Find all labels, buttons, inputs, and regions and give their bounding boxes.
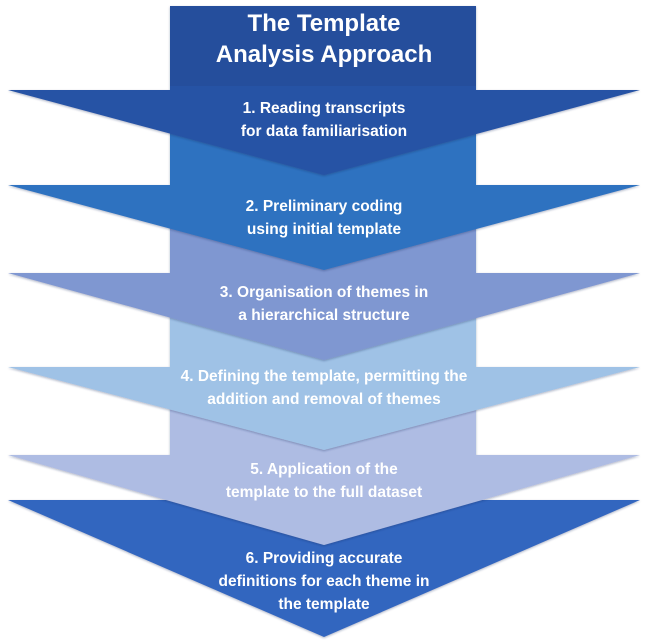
step-4-arrow bbox=[8, 278, 640, 450]
step-1-line-1: 1. Reading transcripts bbox=[243, 100, 406, 117]
step-2-line-2: using initial template bbox=[247, 221, 402, 238]
title-box bbox=[170, 6, 476, 86]
step-6-line-2: definitions for each theme in bbox=[219, 573, 430, 590]
step-4-line-1: 4. Defining the template, permitting the bbox=[181, 368, 468, 385]
step-5-line-2: template to the full dataset bbox=[226, 484, 422, 501]
step-5-arrow bbox=[8, 368, 640, 545]
step-4-line-2: addition and removal of themes bbox=[207, 391, 440, 408]
step-5-line-1: 5. Application of the bbox=[250, 461, 398, 478]
step-2-line-1: 2. Preliminary coding bbox=[246, 198, 403, 215]
step-6-arrow bbox=[8, 455, 640, 637]
step-2-arrow bbox=[8, 100, 640, 270]
title-line-1: The Template bbox=[248, 10, 401, 37]
step-3-line-2: a hierarchical structure bbox=[238, 307, 410, 324]
step-1-line-2: for data familiarisation bbox=[241, 123, 407, 140]
title-line-2: Analysis Approach bbox=[216, 41, 433, 68]
step-3-arrow bbox=[8, 190, 640, 360]
step-6-line-3: the template bbox=[278, 596, 370, 613]
step-1-arrow bbox=[8, 6, 640, 175]
step-6-line-1: 6. Providing accurate bbox=[246, 550, 403, 567]
step-3-line-1: 3. Organisation of themes in bbox=[220, 284, 428, 301]
